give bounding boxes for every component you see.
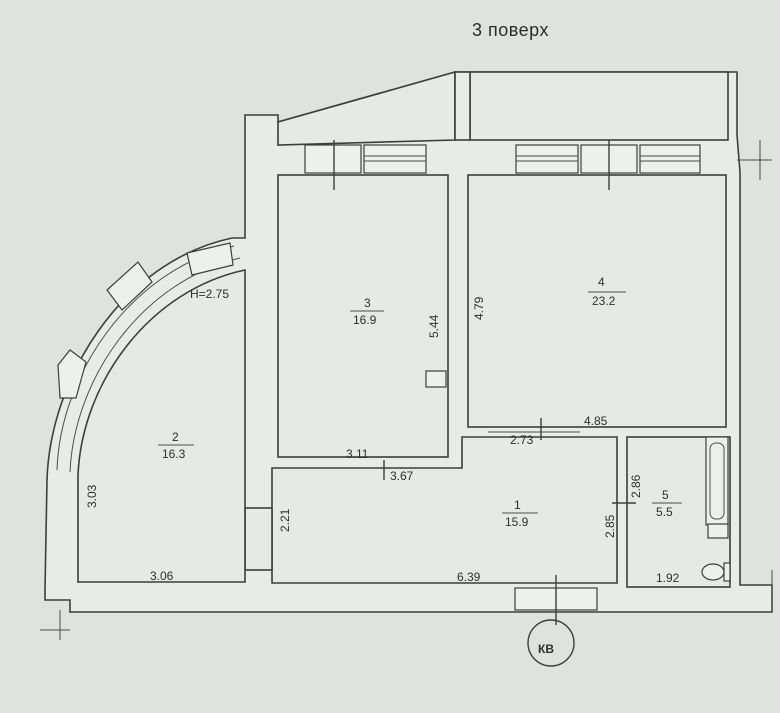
room-1 (271, 436, 618, 584)
label-room-5: 5 5.5 (652, 488, 682, 519)
dim-r2-width: 3.06 (150, 569, 174, 583)
room-5-number: 5 (662, 488, 669, 502)
dim-r3-width: 3.11 (346, 447, 369, 461)
floor-title: 3 поверх (472, 20, 549, 40)
room-3-area: 16.9 (353, 313, 377, 327)
entrance-label: КВ (538, 642, 554, 656)
dim-r3-height: 5.44 (427, 314, 441, 338)
label-room-2: 2 16.3 (158, 430, 194, 461)
pier-between-loggias (454, 71, 471, 141)
room-2 (77, 269, 246, 583)
dim-r4-height: 4.79 (472, 296, 486, 320)
loggia-right (469, 71, 729, 141)
room-3-number: 3 (364, 296, 371, 310)
room-2-number: 2 (172, 430, 179, 444)
room-1-number: 1 (514, 498, 521, 512)
window-room3-b (363, 144, 427, 174)
window-room4-c (639, 144, 701, 174)
dim-corridor-height: 2.21 (278, 508, 292, 532)
room-2-area: 16.3 (162, 447, 186, 461)
window-room4-a (515, 144, 579, 174)
dim-r1-height: 2.85 (603, 514, 617, 538)
ceiling-height: H=2.75 (190, 287, 229, 301)
curved-window-seg-1 (186, 242, 234, 276)
dim-r1-width: 6.39 (457, 570, 481, 584)
dim-r3-opening: 3.67 (390, 469, 414, 483)
dim-r1-top: 2.73 (510, 433, 534, 447)
room-4 (467, 174, 727, 428)
room-3 (277, 174, 449, 458)
label-room-4: 4 23.2 (588, 275, 626, 308)
corridor-gap (244, 507, 273, 571)
room-1-area: 15.9 (505, 515, 529, 529)
sink (707, 523, 729, 539)
dim-r2-height: 3.03 (85, 484, 99, 508)
room-4-number: 4 (598, 275, 605, 289)
balcony-outline (277, 70, 456, 146)
dim-r4-width: 4.85 (584, 414, 608, 428)
room-4-area: 23.2 (592, 294, 616, 308)
label-room-3: 3 16.9 (350, 296, 384, 327)
toilet (701, 563, 725, 581)
curved-window-seg-3 (57, 349, 87, 399)
room-5-area: 5.5 (656, 505, 673, 519)
dim-r5-height: 2.86 (629, 474, 643, 498)
label-room-1: 1 15.9 (502, 498, 538, 529)
window-room3-a (304, 144, 362, 174)
room3-vent (425, 370, 447, 388)
bathtub-inner (709, 442, 725, 520)
toilet-tank (723, 562, 731, 582)
curved-window-seg-2 (106, 261, 153, 311)
bathtub (705, 436, 729, 526)
dim-r5-width: 1.92 (656, 571, 680, 585)
entrance-marker (527, 619, 575, 667)
